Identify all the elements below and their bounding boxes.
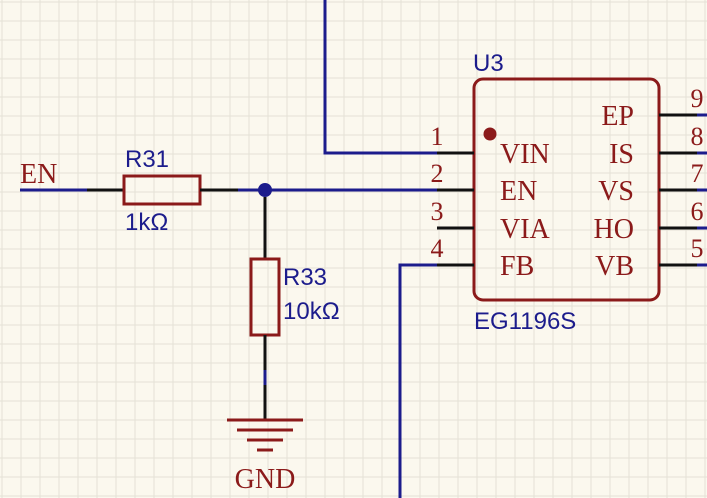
wire-fb-net[interactable]: [398, 263, 437, 498]
u3-pin4-number: 4: [431, 234, 444, 263]
en-net-label[interactable]: EN: [20, 159, 57, 190]
u3-pin2-name: EN: [500, 176, 537, 207]
u3-pin9-name: EP: [601, 101, 634, 132]
gnd-symbol[interactable]: GND: [227, 370, 303, 495]
u3-pin5-name: VB: [595, 251, 634, 282]
r31-designator: R31: [125, 146, 169, 173]
u3-pin6-number: 6: [691, 197, 704, 226]
u3-pin7-number: 7: [691, 159, 704, 188]
resistor-r33[interactable]: R33 10kΩ: [249, 197, 340, 370]
u3-pin3-number: 3: [431, 197, 444, 226]
u3-part-number: EG1196S: [474, 308, 576, 335]
u3-pin9-number: 9: [691, 84, 704, 113]
u3-designator: U3: [473, 50, 504, 77]
u3-pin1-number: 1: [431, 122, 444, 151]
wire-vin-net[interactable]: [323, 0, 437, 155]
r33-designator: R33: [283, 264, 327, 291]
u3-pin2-number: 2: [431, 159, 444, 188]
pin1-marker: [483, 127, 497, 141]
junction-dot: [258, 183, 272, 197]
u3-pin8-number: 8: [691, 122, 704, 151]
resistor-r31[interactable]: R31 1kΩ: [87, 146, 238, 236]
u3-pin1-name: VIN: [500, 139, 550, 170]
u3-pin4-name: FB: [500, 251, 534, 282]
u3-pin6-name: HO: [594, 214, 634, 245]
r31-value: 1kΩ: [125, 209, 168, 236]
u3-pin7-name: VS: [598, 176, 634, 207]
gnd-label: GND: [235, 464, 296, 495]
u3-pin8-name: IS: [609, 139, 634, 170]
u3-pin5-number: 5: [691, 234, 704, 263]
u3-pin3-name: VIA: [500, 214, 551, 245]
ic-u3[interactable]: U3 1 2 3 4 VIN EN VIA FB EP IS VS HO VB …: [431, 50, 704, 335]
r33-value: 10kΩ: [283, 298, 340, 325]
